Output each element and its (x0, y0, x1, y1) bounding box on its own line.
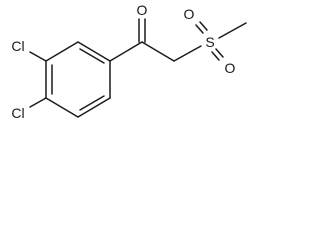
bond-methylene-to-sulfur (173, 45, 202, 62)
ring-bond-3 (77, 97, 111, 118)
bond-ring-to-cl-top (29, 51, 47, 62)
bond-ring-to-carbonyl-carbon (109, 41, 143, 62)
atom-label-o-sulfonyl-right: O (225, 60, 236, 76)
atom-o-sulfonyl-right: O (225, 60, 236, 76)
sulfonyl-right-double-bond-b (215, 48, 224, 58)
atom-label-sulfur: S (205, 34, 214, 50)
structure-canvas: Cl Cl O S O O (0, 0, 260, 138)
ring-double-bond-inner-1 (79, 48, 105, 64)
sulfonyl-left-double-bond-b (199, 21, 208, 31)
sulfonyl-left-double-bond-a (195, 24, 204, 34)
atom-label-o-carbonyl: O (137, 2, 148, 18)
bond-sulfur-to-methyl (218, 22, 247, 39)
sulfonyl-right-double-bond-a (211, 51, 220, 61)
ring-bond-6 (45, 41, 79, 62)
atom-cl-top: Cl (11, 38, 24, 54)
ring-bond-1 (77, 41, 111, 62)
atom-o-carbonyl: O (137, 2, 148, 18)
atom-o-sulfonyl-left: O (184, 6, 195, 22)
molecule-structure: Cl Cl O S O O (11, 2, 247, 121)
atom-s: S (205, 34, 214, 50)
atom-label-cl-top: Cl (11, 38, 24, 54)
atom-label-o-sulfonyl-left: O (184, 6, 195, 22)
atom-cl-bottom: Cl (11, 105, 24, 121)
atom-label-cl-bottom: Cl (11, 105, 24, 121)
ring-double-bond-inner-2 (79, 95, 105, 111)
bond-ring-to-cl-bottom (29, 97, 47, 108)
ring-bond-4 (45, 97, 79, 118)
bond-carbonyl-to-methylene (141, 41, 175, 62)
benzene-ring (45, 41, 111, 118)
